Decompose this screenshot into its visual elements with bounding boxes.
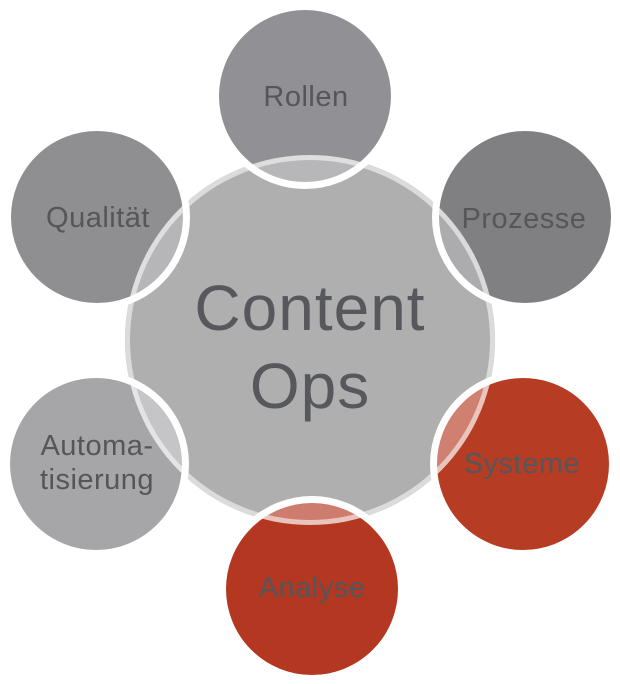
circle-rollen	[212, 3, 398, 189]
central-circle-overlay	[125, 155, 495, 525]
circle-analyse	[219, 496, 405, 682]
circle-automatisierung	[3, 371, 189, 557]
